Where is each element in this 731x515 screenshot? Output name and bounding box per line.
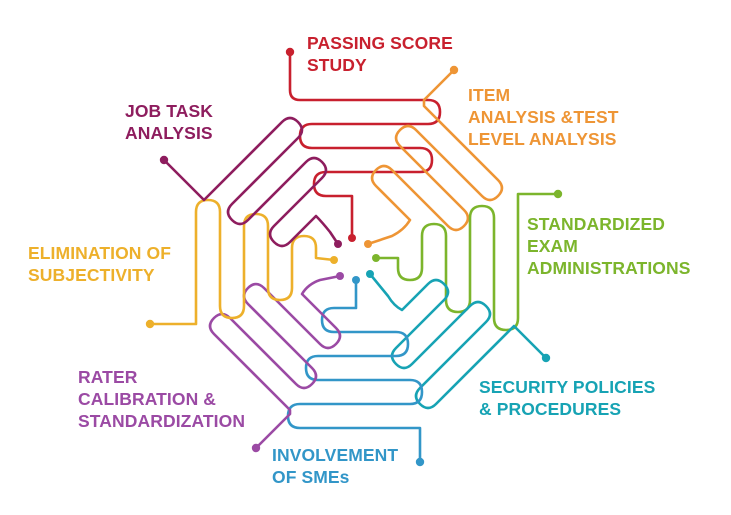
standardized-exam-label: STANDARDIZED EXAM ADMINISTRATIONS [527, 214, 691, 278]
yellow-endpoint-dot [145, 319, 155, 329]
green-endpoint-dot [553, 189, 563, 199]
purple-endpoint-dot [251, 443, 261, 453]
item-analysis-label: ITEM ANALYSIS &TEST LEVEL ANALYSIS [468, 85, 619, 149]
red-center-dot [348, 234, 356, 242]
elimination-subjectivity-path [148, 198, 336, 326]
involvement-smes-label: INVOLVEMENT OF SMEs [272, 445, 399, 487]
involvement-smes-path [286, 278, 424, 464]
job-task-analysis-path [162, 116, 340, 248]
rater-calibration-label: RATER CALIBRATION & STANDARDIZATION [78, 367, 246, 431]
passing-score-path [288, 50, 442, 240]
purple-center-dot [336, 272, 344, 280]
security-policies-path [368, 272, 548, 410]
blue-center-dot [352, 276, 360, 284]
teal-endpoint-dot [541, 353, 551, 363]
magenta-center-dot [334, 240, 342, 248]
elimination-subjectivity-label: ELIMINATION OF SUBJECTIVITY [28, 243, 172, 285]
green-center-dot [372, 254, 380, 262]
teal-center-dot [366, 270, 374, 278]
passing-score-label: PASSING SCORE STUDY [307, 33, 453, 75]
orange-endpoint-dot [449, 65, 459, 75]
security-policies-label: SECURITY POLICIES & PROCEDURES [479, 377, 656, 419]
yellow-center-dot [330, 256, 338, 264]
item-analysis-path [366, 68, 504, 246]
standardized-exam-path [374, 192, 560, 332]
red-endpoint-dot [285, 47, 295, 57]
blue-endpoint-dot [415, 457, 425, 467]
magenta-endpoint-dot [159, 155, 169, 165]
job-task-analysis-label: JOB TASK ANALYSIS [125, 101, 213, 143]
orange-center-dot [364, 240, 372, 248]
